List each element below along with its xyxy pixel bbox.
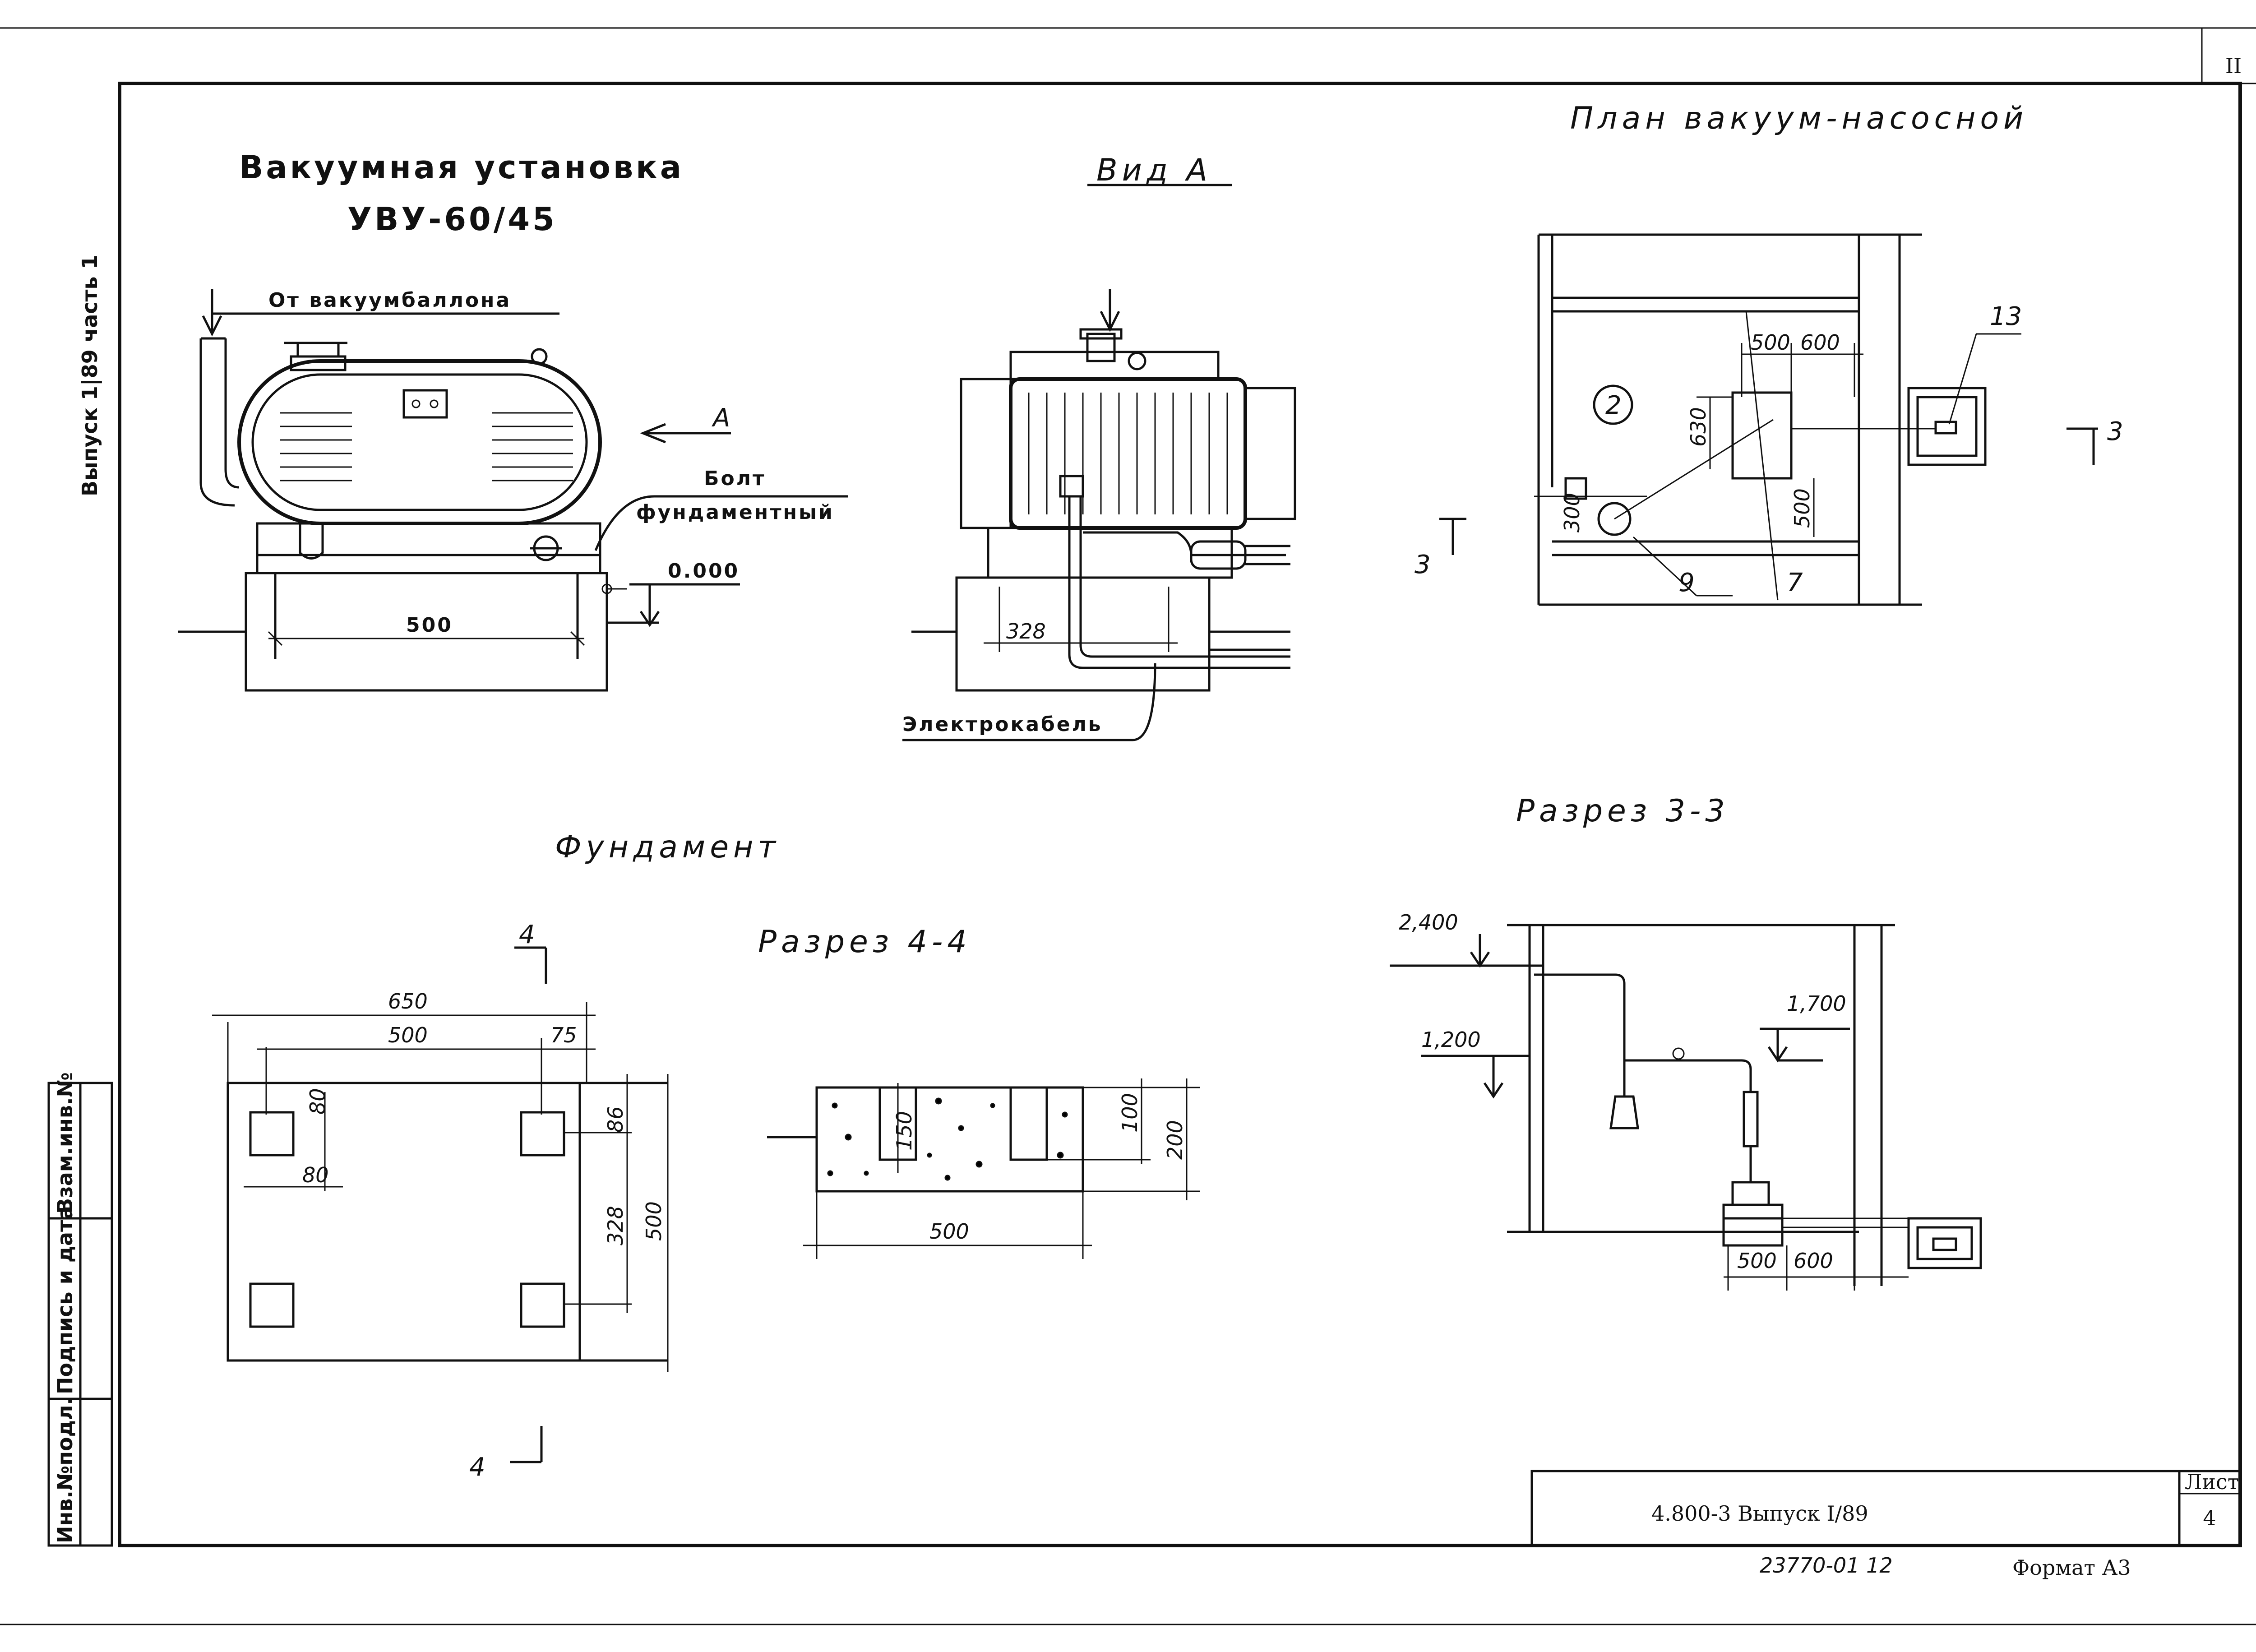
pos-7: 7 [1787, 568, 1803, 597]
cut-3-left: 3 [1415, 550, 1431, 579]
dim-found-80b: 80 [302, 1163, 329, 1187]
foundation-plan [212, 946, 669, 1463]
pos-2: 2 [1605, 391, 1622, 420]
pos-13: 13 [1990, 302, 2022, 331]
elev-1700: 1,700 [1787, 991, 1846, 1016]
foundation-title: Фундамент [555, 829, 780, 865]
stamp-replacement-inventory: Взам.инв.№ [53, 1072, 77, 1214]
pos-9: 9 [1678, 568, 1695, 597]
unit-side-view [178, 289, 848, 692]
cut-4-bottom: 4 [469, 1453, 485, 1482]
callout-cable: Электрокабель [902, 713, 1103, 736]
elev-1200: 1,200 [1421, 1027, 1481, 1052]
dim-plan-a: 500 [1751, 330, 1790, 355]
callout-elevation-zero: 0.000 [668, 560, 740, 583]
dim-found-500v: 500 [642, 1201, 666, 1241]
corner-sheet-number: II [2225, 54, 2242, 78]
dim-found-500: 500 [388, 1023, 428, 1047]
sheet-frame [0, 27, 2256, 1625]
side-label: Выпуск 1|89 часть 1 [78, 255, 102, 496]
cut-4-top: 4 [519, 920, 535, 949]
title-block [1530, 1470, 2242, 1547]
dim-plan-b: 600 [1800, 330, 1840, 355]
dim-s33-600: 600 [1794, 1249, 1833, 1273]
cut-3-right: 3 [2107, 417, 2123, 446]
section-3-3 [1390, 924, 1982, 1291]
title-format: Формат А3 [2012, 1555, 2131, 1580]
title-inventory: 23770-01 12 [1760, 1553, 1893, 1578]
callout-view-arrow: А [712, 403, 730, 433]
callout-bolt-line1: Болт [704, 467, 766, 490]
title-designation: 4.800-3 Выпуск I/89 [1651, 1501, 1868, 1526]
callout-from-receiver: От вакуумбаллона [268, 289, 511, 312]
dim-sect-150: 150 [892, 1111, 916, 1151]
callout-bolt-line2: фундаментный [636, 501, 834, 524]
dim-sect-500: 500 [929, 1219, 969, 1244]
dim-plan-c: 630 [1686, 407, 1710, 447]
section-33-title: Разрез 3-3 [1516, 793, 1729, 829]
dim-sect-200: 200 [1163, 1120, 1187, 1160]
plan-title: План вакуум-насосной [1570, 101, 2028, 136]
dim-found-75: 75 [550, 1023, 577, 1047]
dim-sect-100: 100 [1118, 1093, 1142, 1133]
plan-view [1439, 233, 2098, 606]
stamp-inventory-original: Инв.№подл. [53, 1397, 77, 1543]
dim-found-86: 86 [603, 1106, 628, 1133]
dim-plan-d: 500 [1790, 488, 1814, 528]
dim-found-80a: 80 [305, 1088, 330, 1115]
view-a-title: Вид А [1096, 153, 1212, 188]
dim-plan-e: 300 [1560, 493, 1584, 532]
section-4-4 [767, 1078, 1200, 1259]
dim-found-650: 650 [388, 989, 428, 1013]
elev-2400: 2,400 [1399, 910, 1458, 935]
section-44-title: Разрез 4-4 [758, 924, 971, 960]
dim-unit-base: 500 [406, 614, 453, 637]
dim-found-328: 328 [603, 1206, 628, 1245]
dim-view-a-bolts: 328 [1006, 619, 1046, 643]
unit-title-line2: УВУ-60/45 [347, 201, 557, 238]
view-a [902, 184, 1296, 741]
title-sheet-number: 4 [2203, 1506, 2216, 1530]
dim-s33-500: 500 [1737, 1249, 1777, 1273]
stamp-signature-date: Подпись и дата [53, 1206, 77, 1394]
unit-title-line1: Вакуумная установка [239, 149, 684, 186]
margin-stamp [47, 1082, 113, 1547]
title-sheet-label: Лист [2185, 1470, 2239, 1494]
